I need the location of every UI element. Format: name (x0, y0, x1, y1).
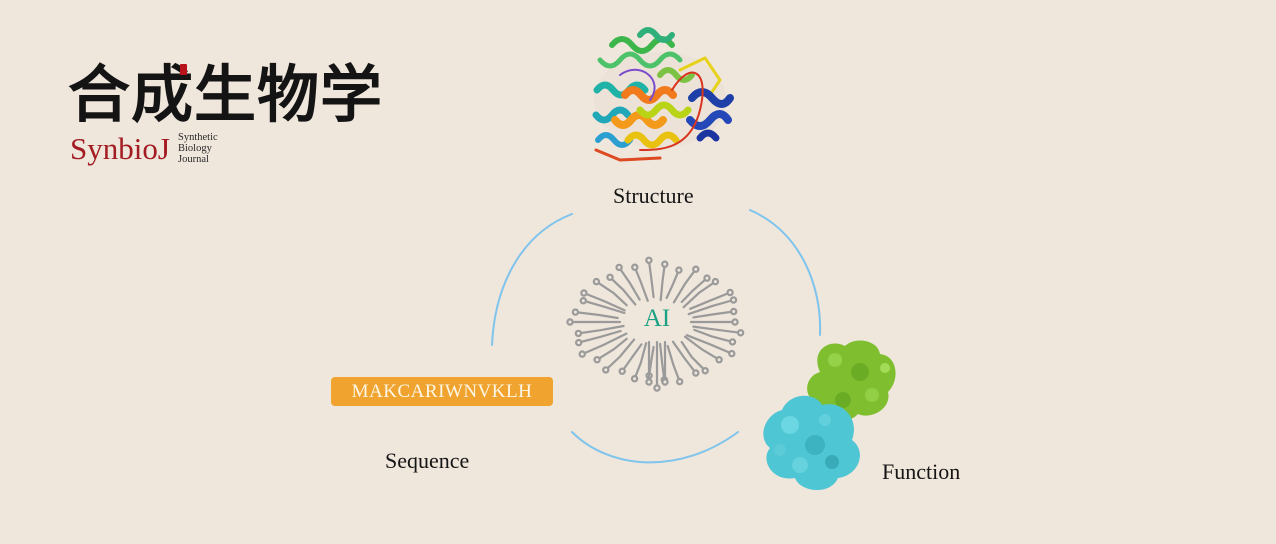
logo-subtitle-line: Synthetic (178, 132, 218, 143)
protein-structure-ribbon-icon (592, 27, 734, 162)
logo-subtitle-line: Journal (178, 154, 209, 165)
logo-subtitle-line: Biology (178, 143, 212, 154)
sequence-box: MAKCARIWNVKLH (331, 377, 553, 406)
cycle-arc-right (749, 209, 822, 336)
logo-chinese-title: 合成生物学 (68, 58, 384, 131)
ai-label: AI (643, 305, 671, 332)
cycle-arc-bottom (571, 431, 739, 464)
cycle-arcs (491, 209, 822, 464)
logo-red-mark (180, 64, 187, 75)
logo-brand: SynbioJ (70, 131, 170, 166)
ai-circuit-brain-icon (566, 256, 745, 392)
function-label: Function (882, 459, 961, 484)
logo-subtitle: Synthetic Biology Journal (178, 132, 218, 165)
cycle-arc-left (491, 213, 573, 346)
structure-label: Structure (613, 183, 694, 208)
logo: 合成生物学 SynbioJ Synthetic Biology Journal (68, 62, 388, 182)
protein-complex-surface-icon (763, 340, 896, 491)
sequence-label: Sequence (385, 448, 470, 473)
